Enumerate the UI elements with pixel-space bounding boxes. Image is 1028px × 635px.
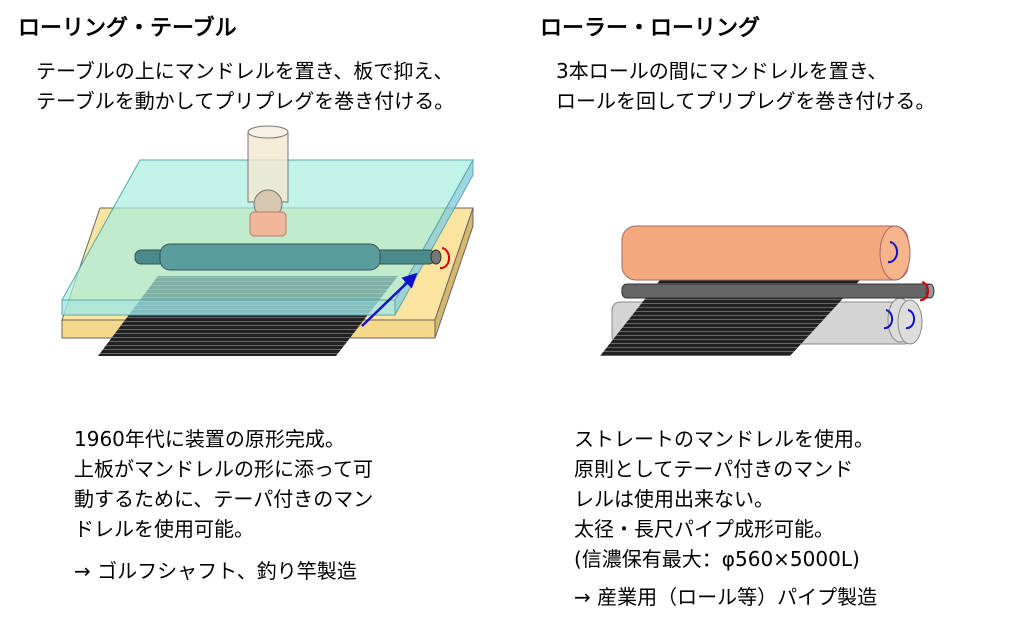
roller-rolling-description: 3本ロールの間にマンドレルを置き、 ロールを回してプリプレグを巻き付ける。 — [556, 56, 935, 116]
rolling-table-notes: 1960年代に装置の原形完成。 上板がマンドレルの形に添って可 動するために、テ… — [74, 424, 373, 586]
press-cylinder — [247, 125, 289, 237]
note-line: ドレルを使用可能。 — [74, 517, 254, 541]
mandrel — [134, 243, 442, 271]
note-line: 原則としてテーパ付きのマンド — [574, 457, 854, 481]
note-line: 1960年代に装置の原形完成。 — [74, 427, 345, 451]
rotation-arrow-icon — [887, 241, 898, 264]
table-motion-arrow-icon — [361, 272, 418, 327]
description-line: テーブルを動かしてプリプレグを巻き付ける。 — [36, 89, 455, 113]
note-line: 動するために、テーパ付きのマン — [74, 487, 374, 511]
note-line: (信濃保有最大：φ560×5000L) — [574, 547, 860, 571]
note-line: 太径・長尺パイプ成形可能。 — [574, 517, 834, 541]
description-line: 3本ロールの間にマンドレルを置き、 — [556, 59, 888, 83]
note-line: ストレートのマンドレルを使用。 — [574, 427, 874, 451]
roller-rolling-title: ローラー・ローリング — [540, 16, 761, 41]
rotation-arrow-icon — [439, 247, 450, 270]
roller-rolling-notes: ストレートのマンドレルを使用。 原則としてテーパ付きのマンド レルは使用出来ない… — [574, 424, 877, 612]
note-line: レルは使用出来ない。 — [574, 487, 774, 511]
rolling-table-title: ローリング・テーブル — [18, 16, 237, 41]
description-line: ロールを回してプリプレグを巻き付ける。 — [556, 89, 936, 113]
upper-roll — [621, 225, 911, 281]
prepreg-sheet — [600, 280, 860, 356]
application-line: → ゴルフシャフト、釣り竿製造 — [74, 559, 357, 583]
description-line: テーブルの上にマンドレルを置き、板で抑え、 — [36, 59, 454, 83]
rotation-arrow-icon — [905, 309, 916, 330]
rolling-table-description: テーブルの上にマンドレルを置き、板で抑え、 テーブルを動かしてプリプレグを巻き付… — [36, 56, 454, 116]
note-line: 上板がマンドレルの形に添って可 — [74, 457, 373, 481]
roller-rolling-diagram — [600, 225, 935, 356]
mandrel — [621, 283, 935, 299]
rotation-arrow-icon — [919, 281, 930, 302]
application-line: → 産業用（ロール等）パイプ製造 — [574, 585, 878, 609]
rolling-table-diagram — [61, 125, 474, 356]
rotation-arrow-icon — [883, 309, 894, 330]
